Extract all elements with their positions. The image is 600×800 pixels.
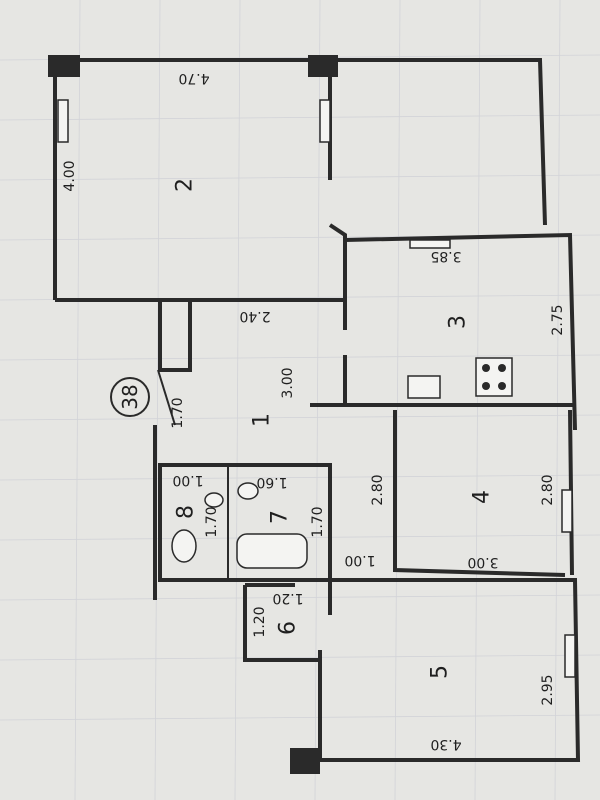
washbasin-icon	[204, 492, 224, 508]
wet-zone-walls	[158, 463, 332, 582]
upper-right-walls	[330, 58, 547, 226]
dimension-label: 1.00	[172, 472, 203, 488]
dimension-labels: 4.70 4.00 2.40 3.00 1.70 3.85 2.75 2.80 …	[62, 70, 566, 752]
column	[290, 748, 320, 774]
entry-walls	[153, 298, 192, 600]
kitchen-fixtures	[407, 357, 513, 399]
dimension-label: 2.80	[540, 474, 556, 505]
apartment-badge	[110, 377, 150, 417]
entry-door	[157, 369, 176, 426]
dimension-label: 2.75	[550, 304, 566, 335]
storage-6-walls	[243, 583, 320, 662]
window-icon	[561, 489, 573, 533]
dimension-label: 1.70	[204, 506, 220, 537]
room-number: 2	[173, 178, 198, 192]
room-2-walls	[55, 58, 347, 302]
window-icon	[409, 239, 451, 249]
washbasin-icon	[237, 482, 259, 500]
dimension-label: 1.70	[310, 506, 326, 537]
room-numbers: 2 1 3 4 5 6 7 8	[173, 178, 495, 679]
dimension-label: 1.60	[256, 474, 287, 490]
room-number: 5	[428, 665, 453, 679]
stove-icon	[475, 357, 513, 397]
window-icon	[564, 634, 576, 678]
column	[48, 55, 80, 77]
dimension-label: 1.00	[344, 552, 375, 568]
apartment-number: 38	[118, 384, 142, 409]
window-icon	[57, 99, 69, 143]
dimension-label: 4.30	[430, 736, 461, 752]
dimension-label: 1.20	[252, 606, 268, 637]
sanitary-fixtures	[171, 482, 308, 569]
room-number: 8	[174, 505, 199, 519]
room-3-walls	[310, 232, 577, 431]
dimension-label: 1.70	[170, 397, 186, 428]
dimension-label: 2.95	[540, 674, 556, 705]
room-number: 7	[268, 510, 293, 524]
room-number: 6	[276, 621, 301, 635]
toilet-icon	[171, 529, 197, 563]
room-5-walls	[318, 578, 581, 762]
room-number: 1	[250, 413, 275, 427]
room-number: 3	[446, 315, 471, 329]
walls	[48, 55, 581, 774]
window-icon	[319, 99, 331, 143]
bathtub-icon	[236, 533, 308, 569]
windows	[57, 99, 576, 678]
dimension-label: 3.85	[430, 248, 461, 264]
dimension-label: 3.00	[280, 367, 296, 398]
dimension-label: 2.40	[239, 308, 270, 324]
sink-icon	[407, 375, 441, 399]
room-number: 4	[470, 490, 495, 504]
dimension-label: 4.70	[178, 70, 209, 86]
dimension-label: 4.00	[62, 160, 78, 191]
dimension-label: 2.80	[370, 474, 386, 505]
dimension-label: 1.20	[272, 590, 303, 606]
dimension-label: 3.00	[467, 554, 498, 570]
